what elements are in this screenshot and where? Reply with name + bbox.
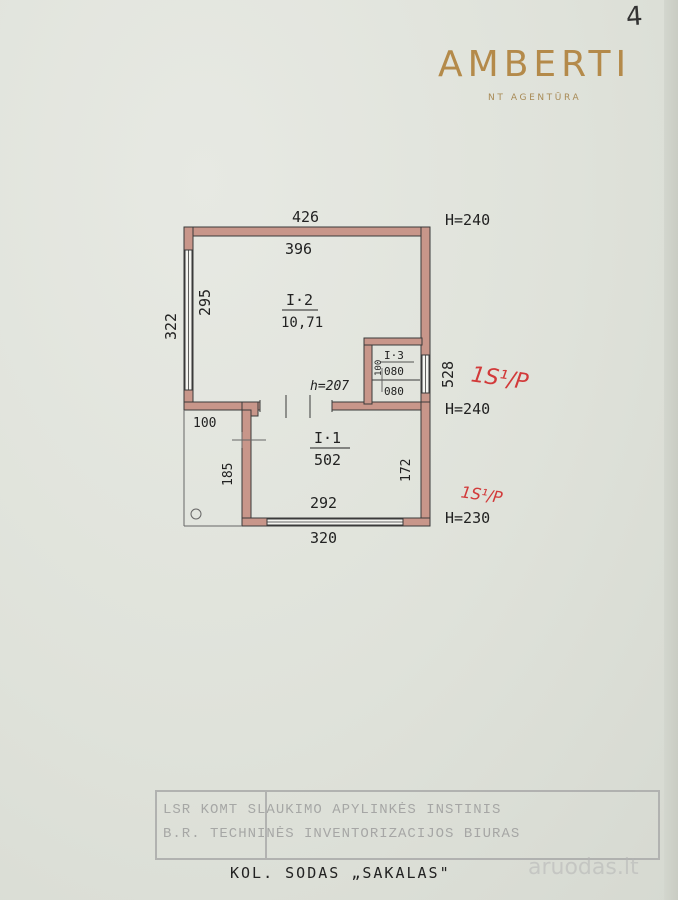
document-title: KOL. SODAS „SAKALAS": [230, 864, 451, 882]
wall-closet-left: [363, 337, 373, 405]
dim-top-outer: 426: [292, 208, 319, 226]
wall-middle-right: [331, 401, 431, 411]
amberti-logo: AMBERTI NT AGENTŪRA: [438, 36, 648, 106]
stamp-line-2: B.R. TECHNINĖS INVENTORIZACIJOS BIURAS: [163, 826, 521, 842]
wall-closet-top: [363, 337, 423, 346]
room-1-area: 502: [314, 451, 341, 469]
room-2-area: 10,71: [281, 315, 323, 331]
dim-bottom-outer: 320: [310, 529, 337, 547]
room-3-area2: 080: [384, 385, 404, 398]
height-3: H=230: [445, 509, 490, 527]
archive-stamp: LSR KOMT SLAUKIMO APYLINKĖS INSTINIS B.R…: [155, 790, 660, 860]
stamp-line-1: LSR KOMT SLAUKIMO APYLINKĖS INSTINIS: [163, 802, 502, 818]
room-3-id: I·3: [384, 349, 404, 362]
dim-left-outer: 322: [162, 313, 180, 340]
height-2: H=240: [445, 400, 490, 418]
dim-left-inner: 295: [196, 289, 214, 316]
logo-name: AMBERTI: [438, 44, 632, 85]
wall-top: [183, 226, 431, 237]
dim-porch-width: 100: [193, 416, 216, 431]
room-3-side: 100: [374, 360, 384, 376]
page-edge: [664, 0, 678, 900]
door-height: h=207: [310, 379, 349, 394]
height-1: H=240: [445, 211, 490, 229]
dim-room1-inner: 292: [310, 494, 337, 512]
wall-room1-left: [241, 409, 252, 527]
red-annotation-1: 1S¹/P: [469, 362, 530, 395]
dim-top-inner: 396: [285, 240, 312, 258]
aruodas-watermark: aruodas.lt: [528, 855, 639, 880]
room-3-area: 080: [384, 365, 404, 378]
wall-right-lower: [420, 401, 431, 527]
logo-subtitle: NT AGENTŪRA: [488, 93, 582, 103]
red-annotation-2: 1S¹/P: [460, 482, 504, 507]
dim-porch-depth: 185: [221, 463, 236, 486]
stamp-divider: [265, 792, 267, 858]
dim-room1-side: 172: [399, 459, 414, 482]
room-2-id: I·2: [286, 291, 313, 309]
room-1-id: I·1: [314, 429, 341, 447]
dim-right-small: 528: [439, 361, 457, 388]
